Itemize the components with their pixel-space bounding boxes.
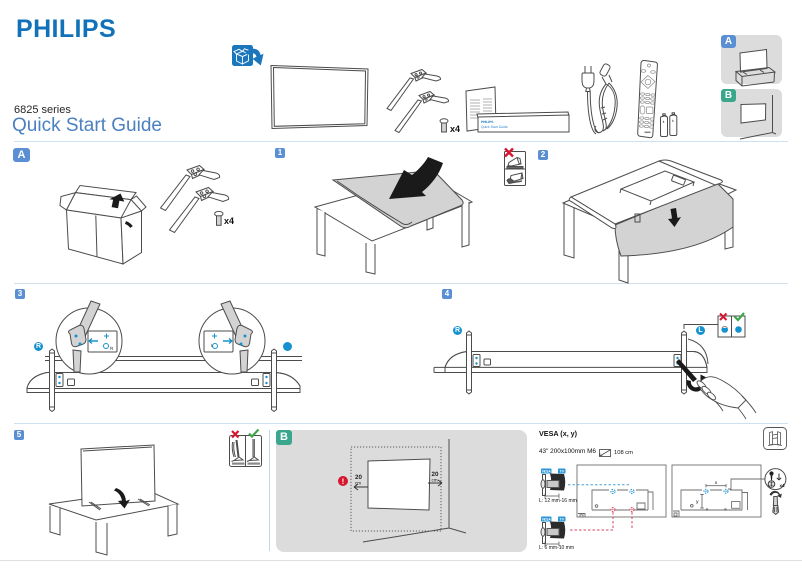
svg-text:Quick Start Guide: Quick Start Guide [481, 125, 508, 129]
svg-text:20: 20 [355, 474, 362, 481]
svg-text:VESA: VESA [542, 469, 552, 473]
svg-text:TV: TV [560, 469, 565, 473]
svg-text:cm: cm [355, 481, 361, 486]
svg-text:VESA: VESA [542, 517, 552, 521]
svg-text:cm: cm [432, 478, 438, 483]
svg-text:x4: x4 [780, 483, 786, 488]
svg-text:20: 20 [432, 471, 439, 478]
svg-text:R: R [110, 346, 114, 351]
svg-text:x: x [715, 480, 718, 486]
svg-text:y: y [696, 499, 699, 505]
svg-text:!: ! [342, 477, 345, 486]
svg-text:TV: TV [560, 517, 565, 521]
svg-text:L: L [211, 343, 214, 348]
svg-text:PHILIPS: PHILIPS [481, 120, 493, 124]
